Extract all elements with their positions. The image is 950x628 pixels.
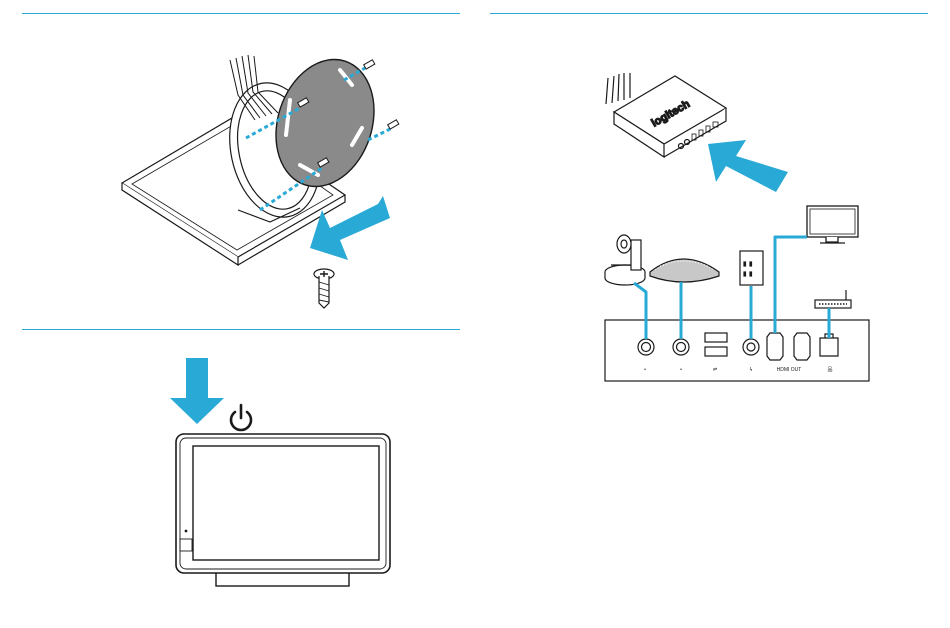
usb-port xyxy=(705,333,727,342)
panel-mount-plate xyxy=(122,47,399,308)
camera-icon xyxy=(605,235,645,285)
down-arrow-icon xyxy=(170,358,224,424)
power-outlet-icon xyxy=(740,251,763,285)
power-icon xyxy=(231,405,251,430)
hdmi-out-label: HDMI OUT xyxy=(777,367,802,373)
usb-port xyxy=(705,347,727,356)
panel-connect-devices: logitech xyxy=(605,73,869,381)
speakerphone-icon xyxy=(650,259,719,282)
direction-arrow-icon xyxy=(708,140,788,192)
port-symbol-camera: • xyxy=(644,367,646,373)
hdmi-out-port xyxy=(767,333,783,360)
router-icon xyxy=(815,290,851,308)
screw-icon xyxy=(314,269,334,308)
port-symbol-network: 品 xyxy=(827,367,832,373)
compute-box-icon: logitech xyxy=(606,73,726,157)
monitor-icon xyxy=(807,206,858,243)
port-symbol-power: ϟ xyxy=(750,367,753,373)
panel-power-on xyxy=(170,358,390,586)
touch-controller-icon xyxy=(176,434,390,586)
hdmi-port xyxy=(794,333,810,360)
port-symbol-speaker: • xyxy=(680,367,682,373)
port-symbol-usb: ⇌ xyxy=(713,367,717,373)
